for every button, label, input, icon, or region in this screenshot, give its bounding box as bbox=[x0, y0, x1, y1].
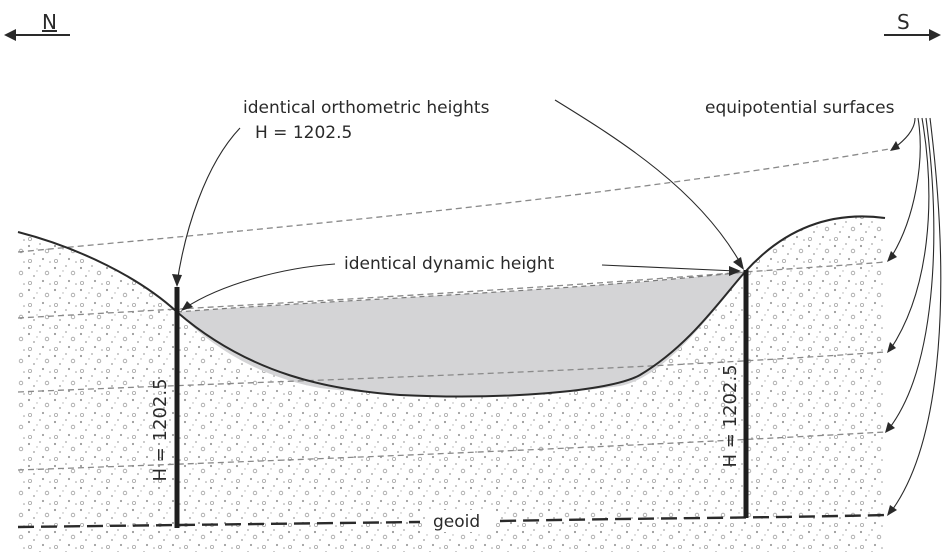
leader-equipotential-4 bbox=[887, 117, 935, 431]
geoid-label: geoid bbox=[433, 512, 480, 532]
right-height-label: H = 1202.5 bbox=[720, 364, 741, 467]
orthometric-heights-label: identical orthometric heights bbox=[243, 98, 490, 118]
equipotential-line-4 bbox=[17, 431, 886, 471]
leader-equipotential-2 bbox=[889, 117, 921, 260]
geoid-label-bg bbox=[426, 510, 496, 532]
leader-arrowheads bbox=[172, 141, 900, 516]
ground-profile bbox=[17, 215, 886, 398]
equipotential-line-2 bbox=[18, 261, 885, 319]
dynamic-height-label: identical dynamic height bbox=[344, 254, 555, 274]
equipotential-surfaces-label: equipotential surfaces bbox=[705, 98, 895, 118]
north-label: N bbox=[42, 10, 57, 34]
leader-equipotential-5 bbox=[889, 117, 942, 514]
leader-orthometric-right bbox=[554, 99, 743, 267]
ground-texture bbox=[18, 216, 885, 552]
leader-dynamic-left bbox=[184, 263, 336, 309]
basin-fill bbox=[177, 272, 745, 396]
south-arrow bbox=[884, 29, 941, 41]
south-label: S bbox=[897, 10, 910, 34]
equipotential-surfaces bbox=[17, 147, 896, 471]
dynamic-height-surface bbox=[176, 271, 746, 313]
leader-lines bbox=[176, 99, 942, 514]
geoid-line bbox=[17, 513, 886, 529]
orthometric-heights-value: H = 1202.5 bbox=[255, 123, 352, 143]
leader-dynamic-right bbox=[601, 264, 737, 272]
equipotential-line-top bbox=[17, 147, 896, 253]
leader-equipotential-3 bbox=[889, 117, 930, 351]
north-arrow bbox=[4, 29, 70, 41]
equipotential-line-3 bbox=[17, 351, 886, 393]
left-height-label: H = 1202.5 bbox=[150, 378, 171, 481]
leader-orthometric-left bbox=[176, 127, 241, 284]
